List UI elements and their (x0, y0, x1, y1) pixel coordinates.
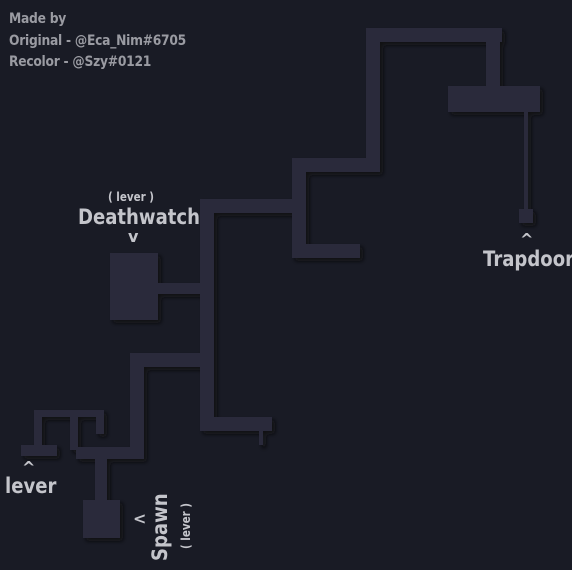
corridor-group (21, 28, 540, 538)
trapdoor-shaft (524, 112, 528, 212)
corridor-comb-top (34, 410, 104, 417)
trapdoor-caret: ^ (520, 230, 534, 249)
corridor-lower-vertical (130, 353, 144, 457)
lever-ledge (21, 445, 57, 456)
credits-original: Original - @Eca_Nim#6705 (9, 32, 186, 49)
deathwatch-caret: v (128, 227, 139, 246)
trapdoor-room-block (448, 86, 540, 112)
corridor-top-horizontal (366, 28, 502, 42)
corridor-comb-mid-tooth (70, 410, 78, 450)
spawn-caret: < (133, 509, 147, 528)
corridor-spawn-horizontal (76, 447, 144, 459)
deathwatch-label: Deathwatch (78, 205, 200, 229)
corridor-comb-right-tooth (96, 410, 104, 434)
corridor-top-right-vertical (486, 28, 500, 90)
spawn-room (83, 500, 120, 538)
credits-block: Made by Original - @Eca_Nim#6705 Recolor… (9, 9, 186, 74)
spawn-label: Spawn (148, 493, 172, 561)
corridor-lower-horizontal (130, 353, 214, 367)
corridor-dead-end (292, 244, 360, 258)
deathwatch-connector (158, 283, 202, 294)
corridor-main-vertical (200, 199, 214, 431)
corridor-top-left-vertical (366, 28, 380, 172)
corridor-bottom-branch (200, 417, 272, 431)
spawn-lever-label: ( lever ) (179, 503, 193, 549)
deathwatch-room (110, 253, 158, 320)
credits-recolor: Recolor - @Szy#0121 (9, 54, 152, 70)
corridor-mid-horizontal (200, 199, 304, 213)
deathwatch-lever-label: ( lever ) (108, 190, 154, 204)
corridor-spawn-vertical (95, 447, 107, 503)
lever-caret: ^ (22, 458, 36, 477)
corridor-step-horizontal (292, 158, 378, 172)
trapdoor-hatch (519, 209, 533, 223)
trapdoor-label: Trapdoor (483, 247, 572, 271)
lever-label: lever (5, 474, 57, 498)
corridor-comb-left-tooth (34, 410, 42, 448)
corridor-bottom-stub (259, 431, 263, 445)
credits-made-by: Made by (9, 11, 67, 27)
